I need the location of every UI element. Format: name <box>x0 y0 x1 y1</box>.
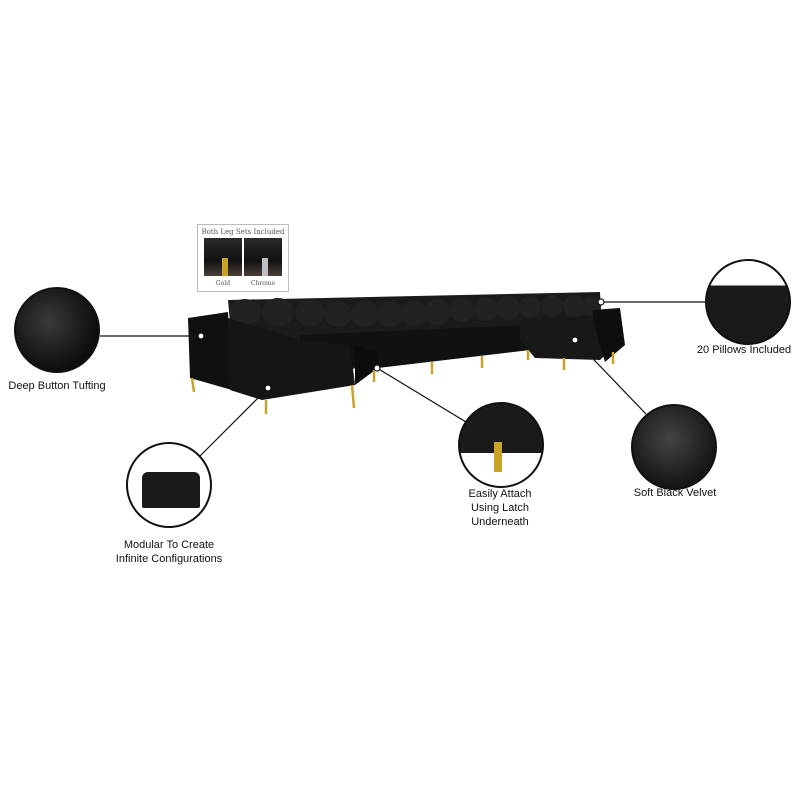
callout-dots <box>197 298 605 392</box>
pillows <box>229 295 601 327</box>
latch-label: Easily Attach Using Latch Underneath <box>469 487 532 529</box>
velvet-detail-circle <box>631 404 717 490</box>
pillows-label: 20 Pillows Included <box>696 344 792 356</box>
gold-legs <box>190 350 615 414</box>
modular-label: Modular To Create Infinite Configuration… <box>116 538 222 566</box>
modular-detail-circle <box>126 442 212 528</box>
latch-label-line: Using Latch <box>470 502 530 514</box>
tufting-detail-circle <box>14 287 100 373</box>
leg-sets-title: Both Leg Sets Included <box>201 228 285 236</box>
chrome-caption: Chrome <box>250 280 276 287</box>
modular-label-line: Modular To Create <box>123 539 215 551</box>
sectional-sofa <box>188 292 625 414</box>
pillows-detail-circle <box>705 259 791 345</box>
tufting-label: Deep Button Tufting <box>8 380 106 392</box>
gold-leg-image <box>204 238 242 276</box>
chrome-leg-image <box>244 238 282 276</box>
latch-label-line: Underneath <box>471 516 529 528</box>
modular-label-line: Infinite Configurations <box>115 553 223 565</box>
latch-label-line: Easily Attach <box>468 488 532 500</box>
latch-detail-circle <box>458 402 544 488</box>
velvet-label: Soft Black Velvet <box>633 487 717 499</box>
leg-sets-inset: Both Leg Sets Included Gold Chrome <box>197 224 289 292</box>
gold-caption: Gold <box>215 280 231 287</box>
